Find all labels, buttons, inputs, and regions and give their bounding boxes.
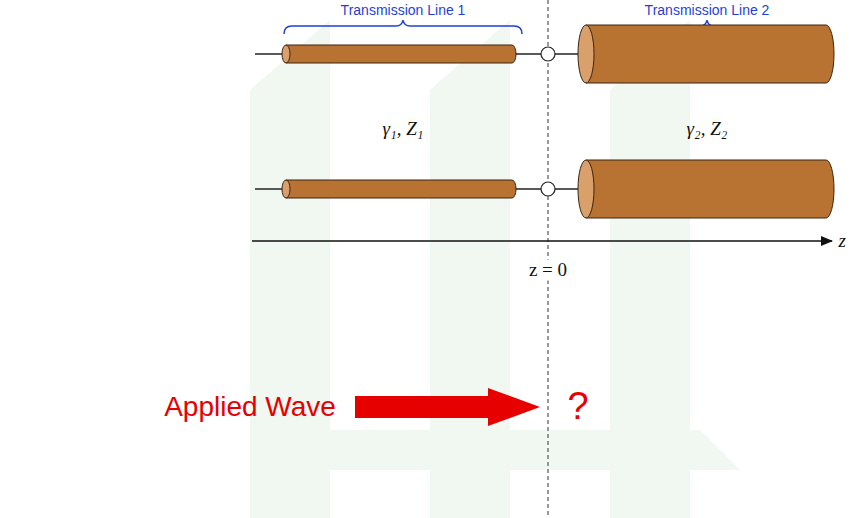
line-parameters: γ₂, Z₂ (687, 119, 728, 140)
axis-label: z (839, 231, 846, 252)
interface-position: z = 0 (526, 260, 570, 281)
unknown-mark: ? (567, 386, 588, 428)
applied-wave-arrow (355, 388, 540, 426)
line-label: Transmission Line 2 (645, 3, 770, 18)
z-axis (252, 240, 832, 242)
wave-label: Applied Wave (164, 392, 336, 423)
watermark (250, 20, 740, 518)
line-label: Transmission Line 1 (341, 3, 466, 18)
lower-conductor (255, 160, 834, 218)
line-parameters: γ₁, Z₁ (383, 119, 424, 140)
upper-conductor (255, 25, 834, 83)
